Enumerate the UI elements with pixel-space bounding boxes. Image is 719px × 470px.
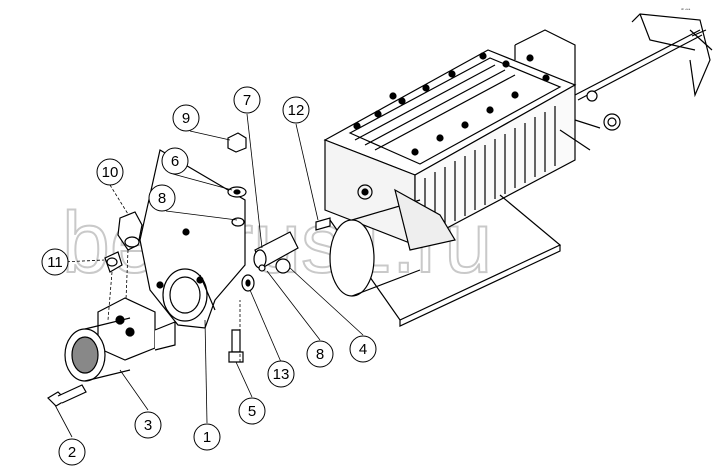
callout-label-1: 1 xyxy=(203,429,211,446)
main-housing xyxy=(323,29,601,327)
bracket-part xyxy=(139,149,246,329)
callout-label-12: 12 xyxy=(288,102,305,119)
callout-13: 13 xyxy=(267,360,295,388)
callout-label-10: 10 xyxy=(102,164,119,181)
callout-10: 10 xyxy=(96,158,124,186)
callout-label-7: 7 xyxy=(243,92,251,109)
callout-6: 6 xyxy=(161,147,189,175)
callout-4: 4 xyxy=(349,335,377,363)
callout-label-11: 11 xyxy=(47,254,63,271)
callout-5: 5 xyxy=(238,397,266,425)
hydraulic-motor xyxy=(64,297,176,382)
hardware xyxy=(47,132,331,407)
callout-label-4: 4 xyxy=(359,341,367,358)
callout-1: 1 xyxy=(193,423,221,451)
callout-2: 2 xyxy=(58,438,86,466)
callout-11: 11 xyxy=(41,248,69,276)
callout-label-8-upper: 8 xyxy=(158,190,166,207)
callout-3: 3 xyxy=(134,411,162,439)
callout-label-2: 2 xyxy=(68,444,76,461)
callout-label-13: 13 xyxy=(273,366,290,383)
callout-9: 9 xyxy=(172,104,200,132)
callout-12: 12 xyxy=(282,96,310,124)
callout-8-upper: 8 xyxy=(148,184,176,212)
callout-label-3: 3 xyxy=(144,417,152,434)
control-rod xyxy=(574,13,713,131)
callout-8-lower: 8 xyxy=(306,340,334,368)
callout-7: 7 xyxy=(233,86,261,114)
leader-lines xyxy=(54,113,364,438)
fittings xyxy=(104,211,143,273)
corner-mark: ᵒʰ ⁴⁴⁴ xyxy=(681,7,691,12)
callout-label-8-lower: 8 xyxy=(316,346,324,363)
callout-label-6: 6 xyxy=(171,153,179,170)
callout-label-5: 5 xyxy=(248,403,256,420)
callout-label-9: 9 xyxy=(182,110,190,127)
